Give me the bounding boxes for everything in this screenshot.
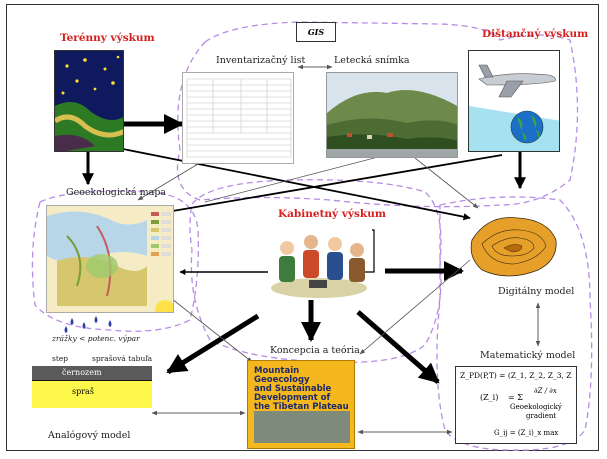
people-illustration [271, 235, 367, 298]
book-cover-photo [254, 411, 350, 443]
gradient-label-1: Geoekologický [510, 403, 562, 411]
remote-research-title: Dištančný výskum [482, 28, 589, 40]
digital-model-label: Digitálny model [498, 286, 575, 297]
arrow-center-to-analog [166, 313, 260, 375]
digital-model-image [468, 210, 560, 284]
field-research-image [54, 50, 124, 152]
connector-aerial-geomap [204, 155, 383, 203]
geoecological-map-label: Geoekologická mapa [66, 187, 167, 198]
analog-layer-chernozem: černozem [32, 366, 152, 380]
formula-line-1: Z_PD(P,T) = (Z_1, Z_2, Z_3, Z [460, 371, 572, 380]
inventory-table-lines [186, 78, 292, 158]
terrain-3d-illustration [470, 217, 557, 277]
connector-dem-concept [359, 259, 471, 355]
region-outline-center [189, 179, 442, 364]
cabinet-research-title: Kabinetný výskum [278, 208, 386, 220]
globe-icon [510, 110, 544, 144]
concept-theory-label: Koncepcia a teória [270, 345, 360, 356]
book-cover-image: Mountain Geoecology and Sustainable Deve… [247, 360, 355, 449]
inventory-sheet-label: Inventarizačný list [216, 55, 306, 66]
book-title: Mountain Geoecology and Sustainable Deve… [254, 366, 349, 412]
geomap-illustration [47, 206, 173, 312]
analog-layer-loess: spraš [32, 380, 152, 408]
analog-model-image: černozem spraš [32, 366, 152, 408]
connector-aerial-dem [414, 157, 479, 209]
team-meeting-image [265, 230, 373, 302]
airplane-globe-illustration [469, 51, 559, 151]
formula-fraction: ∂Z / ∂x [534, 387, 557, 395]
analog-plateau-label: sprašová tabuľa [92, 354, 153, 363]
formula-line-3: G_ij = (Z_i)_x max [494, 429, 559, 437]
math-model-label: Matematický model [480, 350, 576, 361]
region-outline-left [31, 190, 199, 332]
arrow-center-to-math [356, 310, 440, 384]
formula-sum: = Σ [508, 393, 523, 402]
remote-research-image [468, 50, 560, 152]
connector-inventory-geomap [137, 157, 209, 201]
landscape-illustration [327, 73, 457, 157]
map-legend [151, 212, 171, 256]
aerial-photo-label: Letecká snímka [334, 55, 410, 66]
precipitation-caption: zrážky < potenc. výpar [52, 334, 140, 343]
diagram-frame [6, 4, 599, 451]
gis-box: GIS [296, 22, 336, 42]
inventory-sheet-image [182, 72, 294, 164]
arrow-field-to-dem [117, 147, 471, 221]
aerial-photo-image [326, 72, 458, 158]
analog-model-label: Analógový model [48, 430, 131, 441]
gradient-label-2: gradient [526, 412, 557, 420]
math-model-box: Z_PD(P,T) = (Z_1, Z_2, Z_3, Z (Z_i) = Σ … [455, 366, 577, 444]
painting-illustration [55, 51, 123, 151]
region-outline-top [176, 21, 579, 208]
analog-step-label: step [52, 354, 69, 363]
formula-gradient-var: (Z_i) [480, 393, 499, 402]
airplane-icon [478, 64, 556, 98]
field-research-title: Terénny výskum [60, 32, 155, 44]
arrow-remote-to-geomap [154, 154, 503, 217]
geoecological-map-image [46, 205, 174, 313]
